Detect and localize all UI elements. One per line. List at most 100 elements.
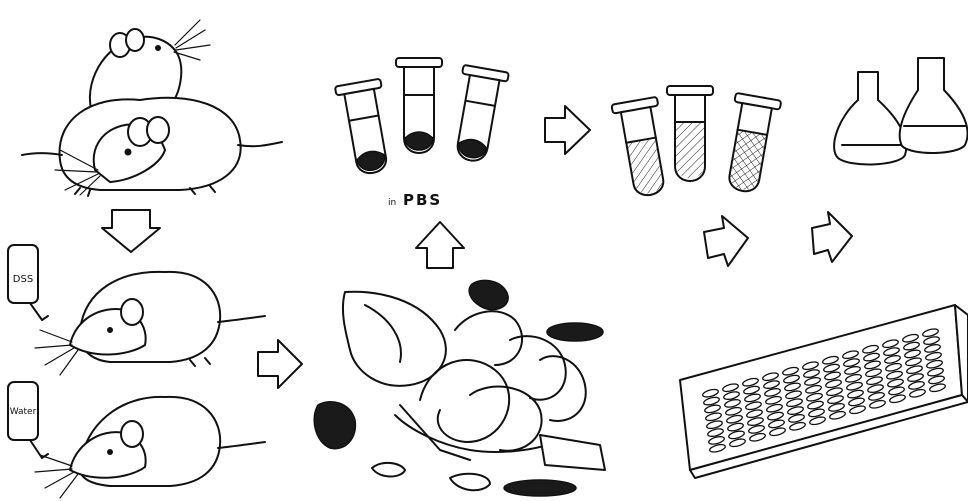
well (843, 358, 860, 367)
well (904, 349, 921, 359)
mouse-dss-icon: DSS (7, 244, 266, 376)
well (902, 333, 919, 343)
well (767, 411, 784, 421)
well (884, 355, 901, 364)
well (747, 417, 764, 426)
well (926, 359, 943, 369)
well (706, 420, 723, 430)
well (906, 365, 923, 375)
well (722, 383, 739, 393)
well (923, 336, 940, 345)
arrow-down-2 (703, 215, 749, 267)
well (705, 412, 722, 422)
microplate-icon (679, 304, 968, 479)
well (822, 355, 839, 365)
well (928, 375, 945, 385)
well (809, 416, 826, 426)
well (825, 379, 842, 389)
well (783, 374, 800, 384)
well (864, 360, 881, 370)
well (868, 392, 885, 401)
well (866, 376, 883, 386)
well (849, 405, 866, 415)
pbs-label: PBS (403, 191, 442, 209)
pbs-prefix: in (388, 198, 396, 208)
well (743, 385, 760, 395)
well (905, 357, 922, 367)
well (823, 363, 840, 373)
well (862, 344, 879, 354)
well (808, 408, 825, 418)
flasks-icon (833, 57, 968, 166)
well (788, 414, 805, 423)
well (723, 391, 740, 400)
well (786, 398, 803, 408)
well (806, 392, 823, 402)
well (704, 404, 721, 414)
well (845, 373, 862, 383)
well (887, 378, 904, 388)
well (784, 382, 801, 392)
well (749, 432, 766, 442)
well (745, 401, 762, 411)
well (769, 427, 786, 437)
well (844, 366, 861, 375)
well (827, 395, 844, 404)
well (766, 403, 783, 413)
well (889, 394, 906, 404)
well (924, 344, 941, 353)
well (927, 367, 944, 377)
dissected-tissue-icon (313, 279, 606, 497)
well (863, 352, 880, 362)
arrow-down-3 (811, 211, 853, 263)
well (789, 421, 806, 431)
well (727, 422, 744, 432)
well (803, 369, 820, 378)
well (708, 436, 725, 445)
well (726, 414, 743, 424)
well (709, 443, 726, 453)
well (848, 397, 865, 407)
well (807, 400, 824, 410)
well (828, 403, 845, 412)
well (802, 361, 819, 371)
mice-pair-icon (21, 19, 283, 197)
well (925, 351, 942, 361)
tubes-pellet-icon: in PBS (334, 57, 510, 209)
tubes-suspension-icon (610, 85, 782, 197)
well (847, 389, 864, 399)
well (886, 370, 903, 380)
well (703, 396, 720, 406)
arrow-down-1 (101, 209, 161, 253)
well (922, 328, 939, 338)
well (748, 425, 765, 434)
well (882, 339, 899, 349)
well (782, 366, 799, 376)
well (785, 390, 802, 400)
well (729, 438, 746, 448)
well (804, 377, 821, 386)
well (908, 381, 925, 390)
well (724, 399, 741, 408)
well (869, 399, 886, 409)
well (764, 388, 781, 397)
well (765, 395, 782, 405)
well (867, 384, 884, 393)
well (805, 384, 822, 394)
well (787, 406, 804, 415)
well (883, 347, 900, 356)
well (762, 372, 779, 382)
well (768, 419, 785, 429)
well (846, 381, 863, 391)
well (909, 388, 926, 398)
arrow-right-1 (257, 339, 303, 389)
well (885, 362, 902, 372)
well (725, 406, 742, 416)
well (744, 393, 761, 403)
well (929, 383, 946, 393)
mouse-water-icon: Water (7, 381, 266, 499)
water-label: Water (10, 407, 37, 417)
well (829, 410, 846, 420)
arrow-right-2 (544, 105, 591, 155)
